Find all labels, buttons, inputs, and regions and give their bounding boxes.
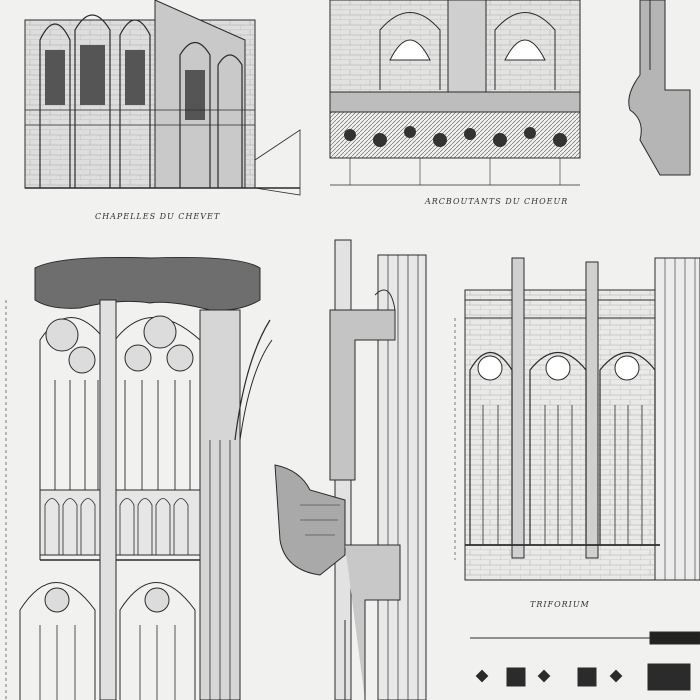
chapels-elevation-drawing bbox=[24, 0, 301, 196]
choir-bay-elevation-drawing bbox=[5, 256, 273, 700]
triforium-caption: TRIFORIUM bbox=[530, 600, 590, 609]
chapels-caption: CHAPELLES DU CHEVET bbox=[95, 212, 221, 221]
choir-cornice-drawing bbox=[329, 0, 581, 186]
cornice-profile-drawing bbox=[628, 0, 691, 176]
triforium-elevation-drawing bbox=[454, 257, 700, 581]
buttress-section-drawing bbox=[274, 239, 427, 700]
choir-caption: ARCBOUTANTS DU CHOEUR bbox=[425, 197, 569, 206]
plan-detail-drawing bbox=[470, 631, 700, 691]
